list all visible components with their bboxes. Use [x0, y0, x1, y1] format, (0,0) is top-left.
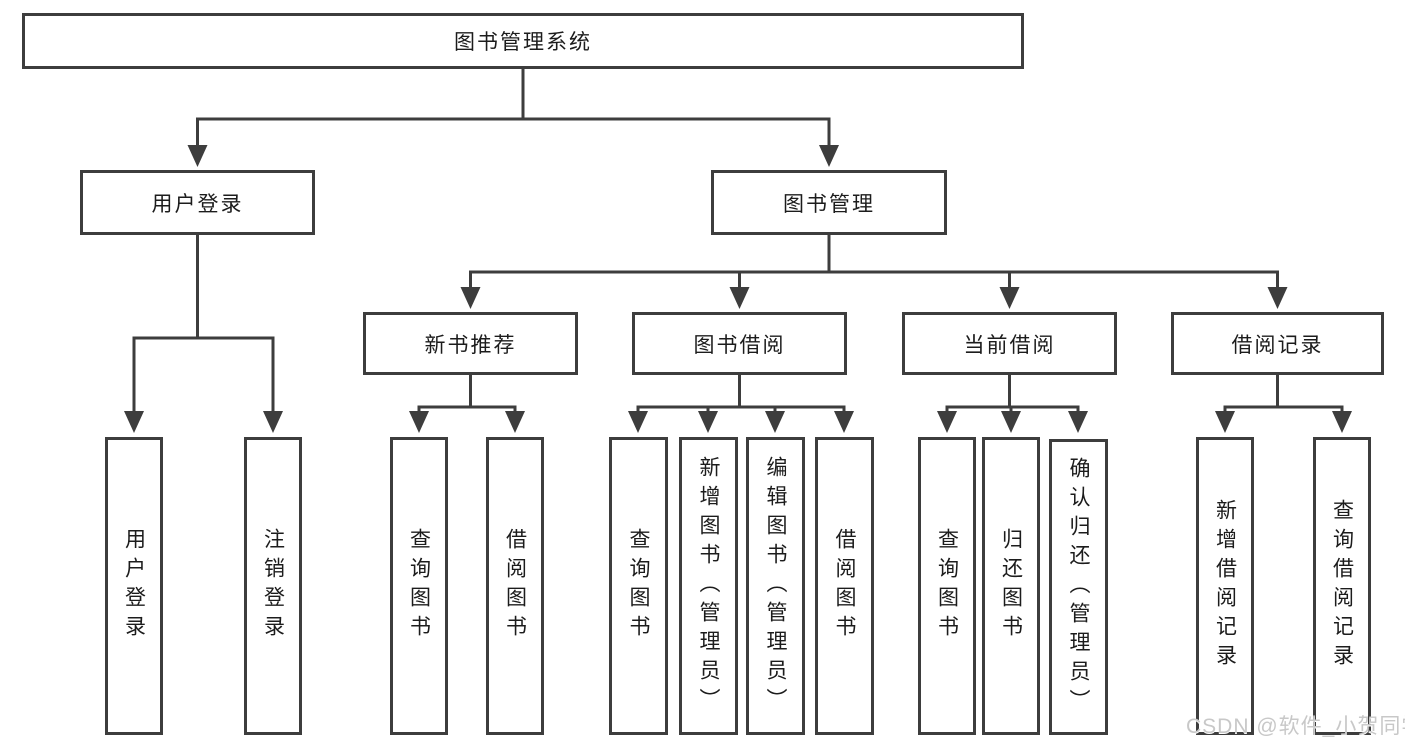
leaf-add-borrow-record: 新增借阅记录	[1196, 437, 1254, 735]
leaf-user-login: 用户登录	[105, 437, 163, 735]
node-label: 图书管理	[783, 192, 875, 216]
node-borrowing-records: 借阅记录	[1171, 312, 1384, 375]
node-label: 图书借阅	[693, 333, 786, 357]
leaf-label: 新增借阅记录	[1213, 499, 1237, 673]
leaf-return-books: 归还图书	[982, 437, 1040, 735]
node-user-login: 用户登录	[80, 170, 315, 235]
node-label: 借阅记录	[1231, 333, 1324, 357]
node-label: 当前借阅	[963, 333, 1056, 357]
leaf-label: 查询图书	[935, 528, 959, 644]
node-label: 图书管理系统	[454, 31, 592, 54]
node-current-borrowing: 当前借阅	[902, 312, 1117, 375]
leaf-query-books-borrow: 查询图书	[609, 437, 668, 735]
leaf-query-borrow-record: 查询借阅记录	[1313, 437, 1371, 735]
node-book-borrowing: 图书借阅	[632, 312, 847, 375]
leaf-borrow-books-recommend: 借阅图书	[486, 437, 544, 735]
node-label: 用户登录	[151, 192, 244, 216]
leaf-label: 借阅图书	[833, 528, 856, 644]
csdn-watermark: CSDN @软件_小贺同学	[1186, 715, 1405, 738]
node-label: 新书推荐	[424, 333, 517, 357]
leaf-label: 注销登录	[261, 528, 285, 644]
leaf-label: 借阅图书	[503, 528, 527, 644]
leaf-query-books-recommend: 查询图书	[390, 437, 448, 735]
leaf-label: 编辑图书（管理员）	[764, 455, 787, 717]
leaf-query-books-current: 查询图书	[918, 437, 976, 735]
leaf-label: 查询图书	[627, 528, 650, 644]
leaf-confirm-return-admin: 确认归还（管理员）	[1049, 439, 1108, 735]
leaf-logout: 注销登录	[244, 437, 302, 735]
leaf-label: 归还图书	[999, 528, 1023, 644]
leaf-edit-book-admin: 编辑图书（管理员）	[746, 437, 805, 735]
leaf-label: 新增图书（管理员）	[697, 455, 720, 717]
leaf-label: 查询图书	[407, 528, 431, 644]
leaf-borrow-books: 借阅图书	[815, 437, 874, 735]
leaf-label: 查询借阅记录	[1330, 499, 1354, 673]
node-root-library-system: 图书管理系统	[22, 13, 1024, 69]
leaf-label: 用户登录	[122, 528, 146, 644]
leaf-add-book-admin: 新增图书（管理员）	[679, 437, 738, 735]
node-book-management: 图书管理	[711, 170, 947, 235]
node-new-book-recommend: 新书推荐	[363, 312, 578, 375]
leaf-label: 确认归还（管理员）	[1067, 456, 1090, 718]
